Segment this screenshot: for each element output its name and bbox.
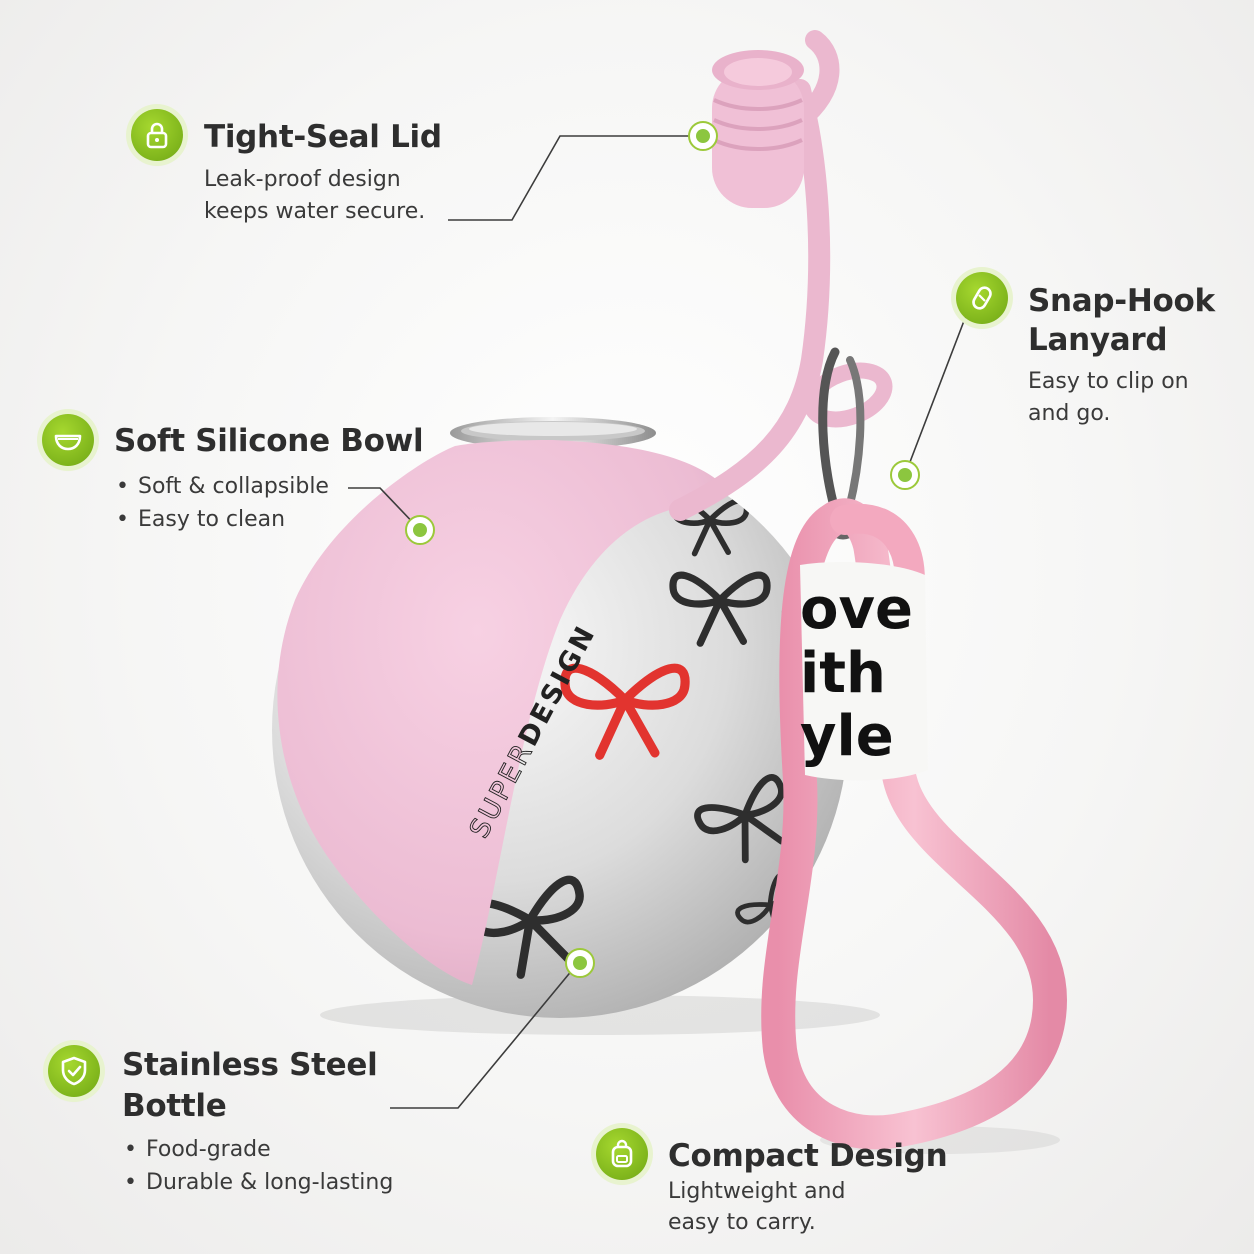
tight-seal-lid [712, 50, 804, 208]
bottle-callout-dot [565, 948, 595, 978]
bottle-rim [450, 417, 656, 449]
strap-label: ove ith yle [800, 562, 928, 781]
callout-lines [348, 135, 973, 1109]
lanyard-description-line-1: Easy to clip on [1028, 369, 1189, 394]
lid-strap [669, 79, 831, 521]
lanyard-leader-line [904, 299, 973, 476]
lid-title: Tight-Seal Lid [204, 119, 442, 155]
lid-description-line-2: keeps water secure. [204, 199, 426, 224]
bottle-bullet-1: Food-grade [124, 1133, 393, 1166]
bottle-leader-line [390, 962, 579, 1109]
lanyard-description-line-2: and go. [1028, 401, 1111, 426]
strap-text-2: ith [800, 641, 886, 706]
lanyard-title-line-1: Snap-Hook [1028, 283, 1215, 319]
carabiner-icon [956, 272, 1008, 324]
lid-description-line-1: Leak-proof design [204, 167, 401, 192]
lid-callout-dot [688, 121, 718, 151]
lid-leader-line [448, 135, 700, 221]
bottle-bullet-list: Food-grade Durable & long-lasting [124, 1133, 393, 1199]
strap-text-1: ove [800, 577, 913, 642]
callout-dots [405, 121, 920, 978]
lanyard-callout-dot [890, 460, 920, 490]
lanyard-title-line-2: Lanyard [1028, 322, 1168, 358]
strap-loop [803, 362, 893, 428]
strap-text-3: yle [800, 704, 894, 769]
compact-title: Compact Design [668, 1138, 948, 1174]
bowl-bullet-2: Easy to clean [116, 503, 329, 536]
bottle-bullet-2: Durable & long-lasting [124, 1166, 393, 1199]
compact-description-line-2: easy to carry. [668, 1210, 816, 1235]
compact-description-line-1: Lightweight and [668, 1179, 846, 1204]
bottle-title-line-2: Bottle [122, 1088, 227, 1124]
backpack-icon [596, 1128, 648, 1180]
silicone-bowl [277, 440, 722, 985]
bowl-bullet-1: Soft & collapsible [116, 470, 329, 503]
bowl-leader-line [348, 487, 421, 531]
bottle-title-line-1: Stainless Steel [122, 1047, 378, 1083]
bowl-callout-dot [405, 515, 435, 545]
lock-icon [131, 109, 183, 161]
bowl-bullet-list: Soft & collapsible Easy to clean [116, 470, 329, 536]
bowl-icon [42, 414, 94, 466]
shield-check-icon [48, 1045, 100, 1097]
bowl-title: Soft Silicone Bowl [114, 423, 424, 459]
